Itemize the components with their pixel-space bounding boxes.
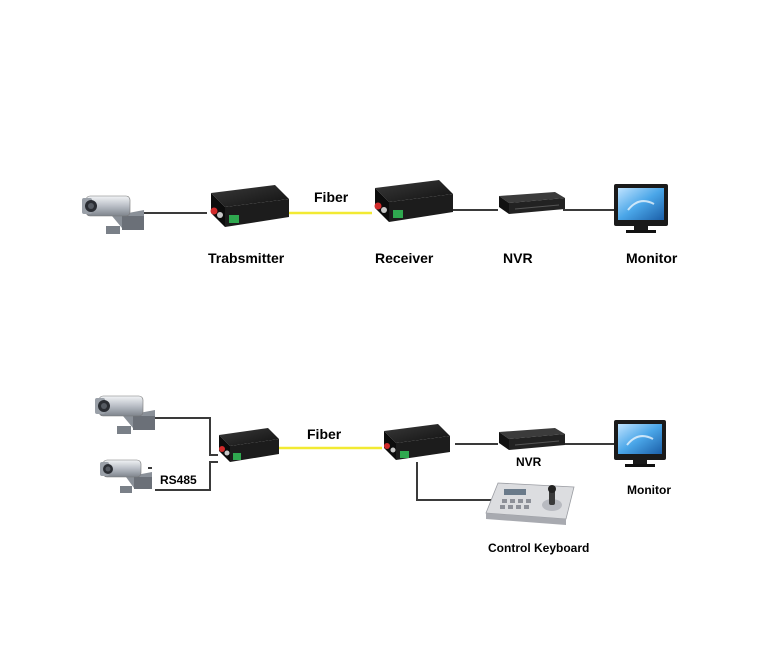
cable-receiver-keyboard xyxy=(416,462,494,501)
transmitter-label: Trabsmitter xyxy=(208,250,285,266)
monitor-icon xyxy=(614,184,668,233)
nvr-label: NVR xyxy=(516,455,542,469)
rs485-cable xyxy=(155,461,218,491)
nvr-label: NVR xyxy=(503,250,533,266)
control-keyboard-icon xyxy=(485,482,575,525)
fiber-transmitter-icon xyxy=(210,185,289,227)
cctv-camera-icon xyxy=(95,395,155,434)
rs485-label: RS485 xyxy=(160,473,197,487)
control-keyboard-label: Control Keyboard xyxy=(488,541,590,555)
cable-camera-a-transmitter xyxy=(155,417,218,456)
monitor-label: Monitor xyxy=(626,250,678,266)
nvr-icon xyxy=(499,428,565,450)
fiber-receiver-icon xyxy=(384,424,450,460)
cctv-camera-icon xyxy=(82,195,144,234)
fiber-transmitter-icon xyxy=(219,428,279,462)
fiber-label: Fiber xyxy=(307,426,342,442)
fiber-label: Fiber xyxy=(314,189,349,205)
nvr-icon xyxy=(499,192,565,214)
receiver-label: Receiver xyxy=(375,250,434,266)
cctv-camera-icon xyxy=(100,459,152,493)
fiber-receiver-icon xyxy=(374,180,453,222)
monitor-label: Monitor xyxy=(627,483,671,497)
monitor-icon xyxy=(614,420,666,467)
